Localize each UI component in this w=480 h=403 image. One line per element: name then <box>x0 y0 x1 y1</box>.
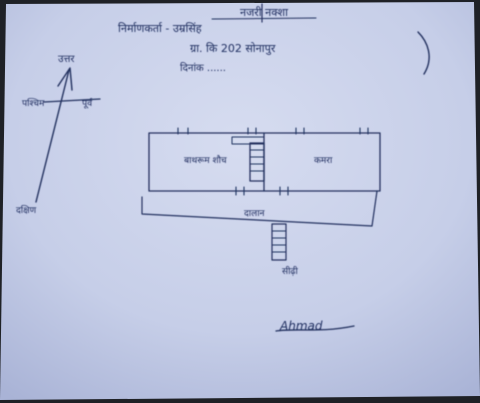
north-label: उत्तर <box>58 54 75 65</box>
outside-stairs <box>271 223 287 261</box>
floor-plan: बाथरूम शौच कमरा दालान सीढ़ी <box>141 127 381 277</box>
compass: उत्तर पश्चिम पूर्व दक्षिण <box>16 54 101 216</box>
north-arrow-head <box>57 67 73 91</box>
inner-stair-symbol <box>249 142 265 182</box>
front-area-outline <box>141 190 378 227</box>
room-left-label: बाथरूम शौच <box>184 154 227 166</box>
header-line-3: ग्रा. कि 202 सोनापुर <box>190 42 276 55</box>
stair-label: सीढ़ी <box>282 265 298 277</box>
north-arrow-line <box>35 69 70 203</box>
west-label: पश्चिम <box>22 97 45 109</box>
header: नजरी नक्शा निर्माणकर्ता - उम्रसिंह ग्रा.… <box>118 3 430 75</box>
signature: Ahmad <box>275 319 355 333</box>
header-line-4: दिनांक ...... <box>180 62 226 74</box>
header-bracket <box>417 31 430 75</box>
shelf-symbol <box>231 136 265 145</box>
header-line-2: निर्माणकर्ता - उम्रसिंह <box>118 22 202 35</box>
header-line-1: नजरी नक्शा <box>240 6 288 19</box>
wall-ticks <box>177 127 369 196</box>
east-west-line <box>43 98 101 103</box>
room-right-label: कमरा <box>314 156 333 166</box>
front-area-label: दालान <box>244 209 266 219</box>
east-label: पूर्व <box>82 97 93 109</box>
signature-text: Ahmad <box>279 319 323 333</box>
south-label: दक्षिण <box>16 204 37 216</box>
